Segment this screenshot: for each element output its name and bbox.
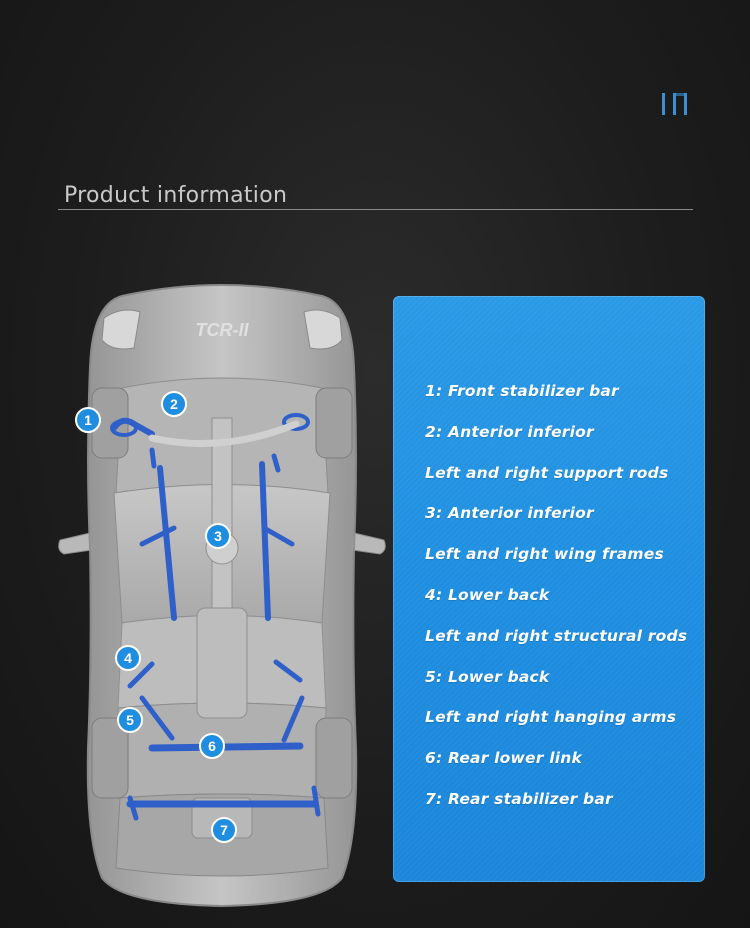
marker-7: 7	[211, 817, 237, 843]
part-item: Left and right support rods	[425, 463, 669, 482]
svg-text:7: 7	[220, 822, 228, 838]
marker-3: 3	[205, 523, 231, 549]
part-item: Left and right structural rods	[425, 626, 688, 645]
part-item: 3: Anterior inferior	[425, 504, 594, 523]
svg-text:4: 4	[124, 650, 132, 666]
part-item: 6: Rear lower link	[425, 749, 582, 768]
brand-bars-icon	[662, 93, 687, 115]
svg-text:6: 6	[208, 738, 216, 754]
part-item: Left and right wing frames	[425, 545, 664, 564]
marker-4: 4	[115, 645, 141, 671]
marker-6: 6	[199, 733, 225, 759]
part-item: Left and right hanging arms	[425, 708, 677, 727]
marker-5: 5	[117, 707, 143, 733]
part-item: 4: Lower back	[425, 585, 550, 604]
marker-2: 2	[161, 391, 187, 417]
svg-text:5: 5	[126, 712, 134, 728]
part-list: 1: Front stabilizer bar 2: Anterior infe…	[425, 380, 687, 829]
car-chassis-diagram: TCR-II 1	[58, 284, 386, 908]
svg-text:3: 3	[214, 528, 222, 544]
marker-1: 1	[75, 407, 101, 433]
svg-text:1: 1	[84, 412, 92, 428]
part-item: 1: Front stabilizer bar	[425, 382, 619, 400]
product-info-panel: 1: Front stabilizer bar 2: Anterior infe…	[393, 296, 705, 882]
car-model-badge: TCR-II	[196, 320, 250, 340]
part-item: 7: Rear stabilizer bar	[425, 789, 613, 808]
part-item: 2: Anterior inferior	[425, 422, 594, 441]
title-divider	[58, 209, 693, 210]
page-title: Product information	[64, 182, 288, 208]
svg-text:2: 2	[170, 396, 178, 412]
part-item: 5: Lower back	[425, 667, 550, 686]
